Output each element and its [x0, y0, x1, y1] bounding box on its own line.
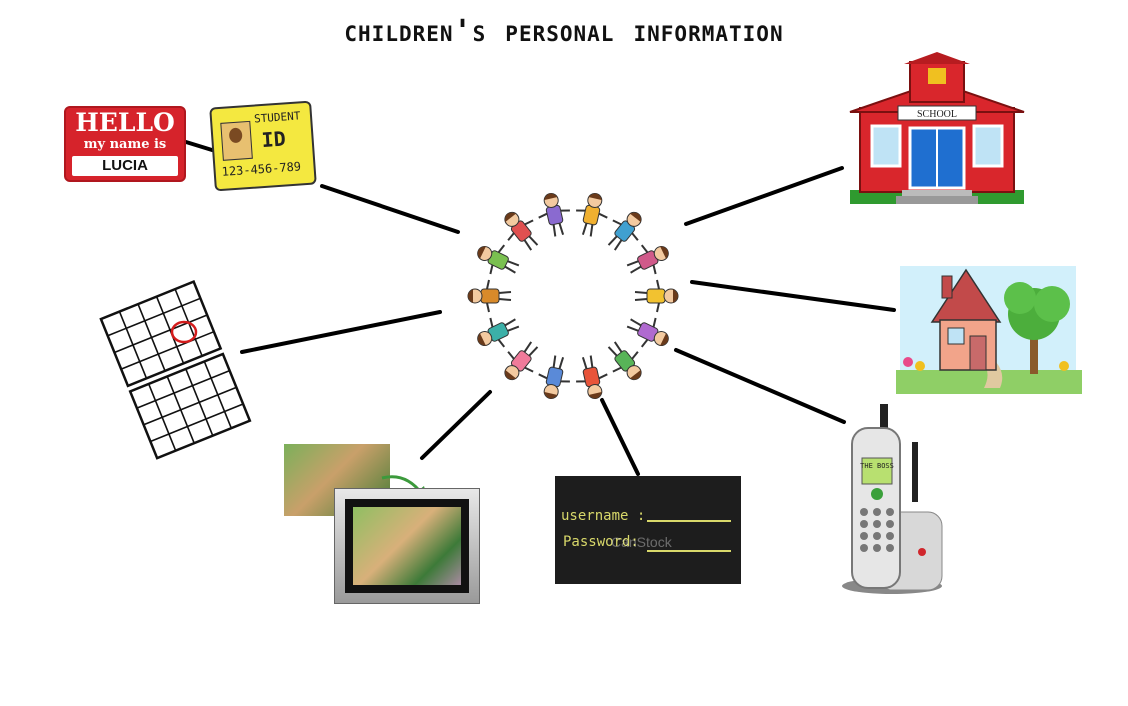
school-icon: SCHOOL	[849, 52, 1025, 204]
student-id-label: ID	[260, 126, 287, 153]
phone-screen: THE BOSS	[860, 462, 894, 470]
child-figure-icon	[477, 317, 520, 348]
children-photo	[353, 507, 461, 585]
watermark: CanStock	[611, 534, 672, 550]
child-figure-icon	[576, 192, 608, 237]
photo-frame	[334, 488, 480, 604]
house-icon	[896, 266, 1082, 394]
child-figure-icon	[607, 341, 642, 381]
connector-school	[684, 166, 844, 226]
child-figure-icon	[626, 244, 669, 275]
password-label: Password:	[563, 534, 639, 550]
name-tag: HELLO my name is LUCIA	[64, 106, 186, 182]
student-id-heading: STUDENT	[253, 109, 301, 126]
login-blackboard: username : Password: CanStock	[555, 476, 741, 584]
child-figure-icon	[504, 341, 539, 381]
child-figure-icon	[607, 211, 642, 251]
connector-login	[600, 398, 640, 476]
name-tag-name: LUCIA	[72, 156, 178, 176]
child-figure-icon	[538, 355, 570, 400]
child-figure-icon	[538, 192, 570, 237]
connector-phone	[674, 348, 846, 424]
connector-home	[690, 280, 896, 312]
cordless-phone-icon: THE BOSS	[842, 404, 943, 594]
username-label: username :	[561, 508, 646, 524]
page-title: Children's Personal Information	[344, 14, 784, 49]
connector-student-id	[320, 184, 460, 234]
child-figure-icon	[626, 317, 669, 348]
student-id-number: 123-456-789	[221, 159, 302, 179]
calendar-icon	[99, 279, 252, 460]
connector-calendar	[240, 310, 442, 354]
connector-photos	[420, 390, 492, 460]
child-figure-icon	[477, 244, 520, 275]
school-sign: SCHOOL	[917, 109, 957, 120]
child-figure-icon	[634, 279, 679, 313]
child-figure-icon	[467, 279, 512, 313]
student-id-card: STUDENT ID 123-456-789	[209, 100, 317, 192]
child-figure-icon	[576, 355, 608, 400]
name-tag-hello: HELLO	[75, 108, 175, 137]
student-photo-icon	[220, 120, 253, 161]
connector-name-tag	[184, 140, 214, 152]
name-tag-subtitle: my name is	[83, 137, 167, 152]
child-figure-icon	[504, 211, 539, 251]
children-circle-icon	[467, 192, 679, 400]
